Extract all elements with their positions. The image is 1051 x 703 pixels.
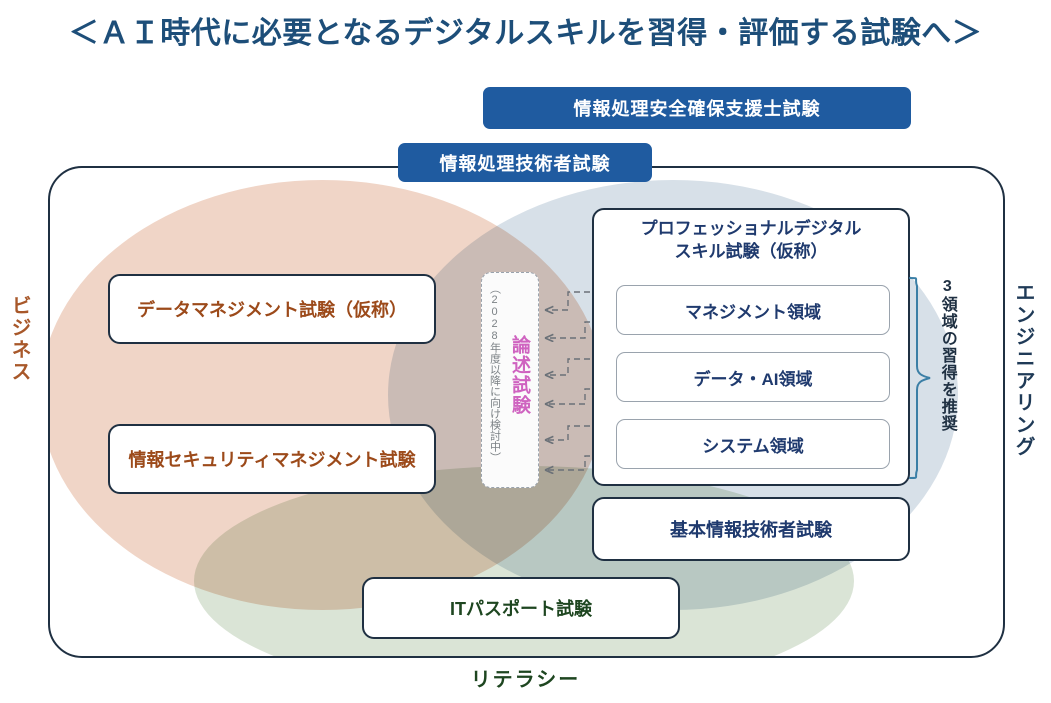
essay-exam-note: （2028年度以降に向け検討中） xyxy=(488,283,501,463)
axis-label-literacy: リテラシー xyxy=(470,669,581,691)
professional-panel-title: プロフェッショナルデジタル スキル試験（仮称） xyxy=(594,218,908,264)
banner-information-processing-engineer-exam[interactable]: 情報処理技術者試験 xyxy=(398,143,652,182)
essay-exam-box: （2028年度以降に向け検討中） 論述試験 xyxy=(481,272,539,488)
professional-panel-title-line2: スキル試験（仮称） xyxy=(674,241,828,261)
banner-security-support-exam[interactable]: 情報処理安全確保支援士試験 xyxy=(483,87,911,129)
page-title: ＜ＡＩ時代に必要となるデジタルスキルを習得・評価する試験へ＞ xyxy=(68,17,983,50)
axis-label-engineering: エンジニアリング xyxy=(1012,282,1034,458)
exam-box-basic-information[interactable]: 基本情報技術者試験 xyxy=(592,497,910,561)
professional-digital-skill-panel: プロフェッショナルデジタル スキル試験（仮称） マネジメント領域 データ・AI領… xyxy=(592,208,910,486)
essay-exam-title: 論述試験 xyxy=(509,335,530,415)
exam-box-security-management[interactable]: 情報セキュリティマネジメント試験 xyxy=(108,424,436,494)
professional-panel-title-line1: プロフェッショナルデジタル xyxy=(640,219,862,238)
area-box-management[interactable]: マネジメント領域 xyxy=(616,285,890,335)
area-box-system[interactable]: システム領域 xyxy=(616,419,890,469)
exam-box-data-management[interactable]: データマネジメント試験（仮称） xyxy=(108,274,436,344)
exam-box-it-passport[interactable]: ITパスポート試験 xyxy=(362,577,680,639)
recommendation-text: 3領域の習得を推奨 xyxy=(938,278,956,432)
area-box-data-ai[interactable]: データ・AI領域 xyxy=(616,352,890,402)
axis-label-business: ビジネス xyxy=(8,295,30,383)
brace-icon xyxy=(909,277,931,479)
